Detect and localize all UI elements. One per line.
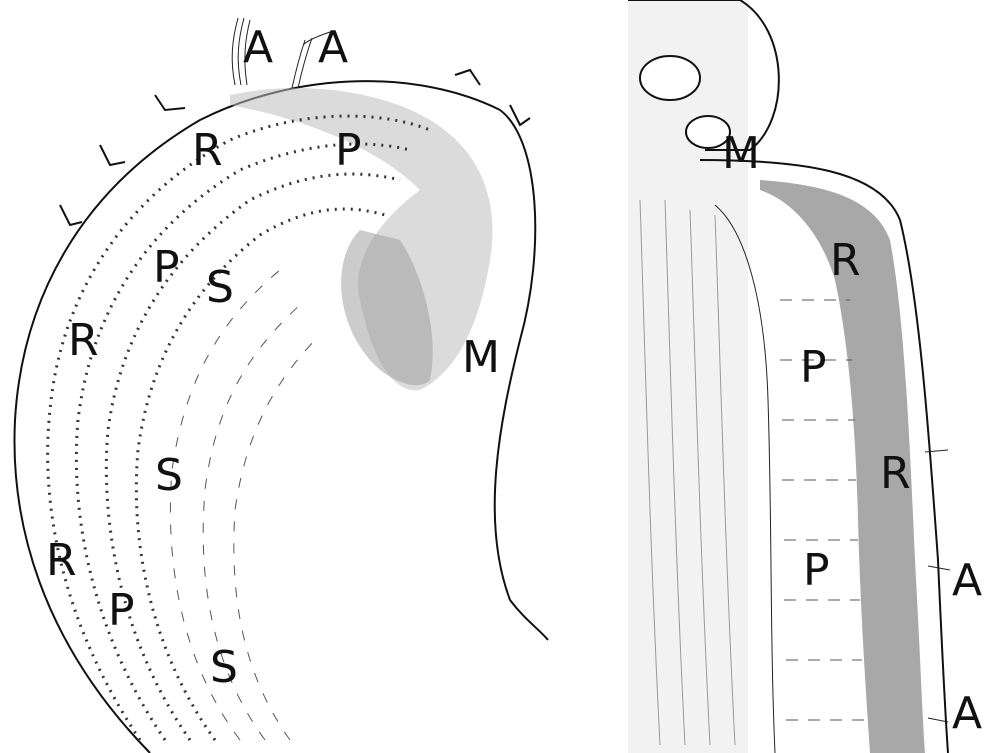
right-label-p2: P [803,545,830,596]
left-label-s3: S [210,642,238,693]
left-label-a2: A [318,22,348,73]
left-label-r1: R [192,125,223,176]
left-label-r3: R [46,535,77,586]
left-label-s1: S [206,262,234,313]
left-label-a1: A [243,22,273,73]
right-label-p1: P [800,342,827,393]
right-label-a1: A [952,555,982,606]
left-label-m: M [462,332,500,383]
left-label-s2: S [155,450,183,501]
left-label-p3: P [108,585,135,636]
right-label-r2: R [880,448,911,499]
left-label-p2: P [153,242,180,293]
left-label-p1: P [335,125,362,176]
right-label-r1: R [830,235,861,286]
right-label-a2: A [952,688,982,739]
right-label-m: M [722,128,760,179]
left-label-r2: R [68,315,99,366]
right-cavity-1 [640,56,700,100]
